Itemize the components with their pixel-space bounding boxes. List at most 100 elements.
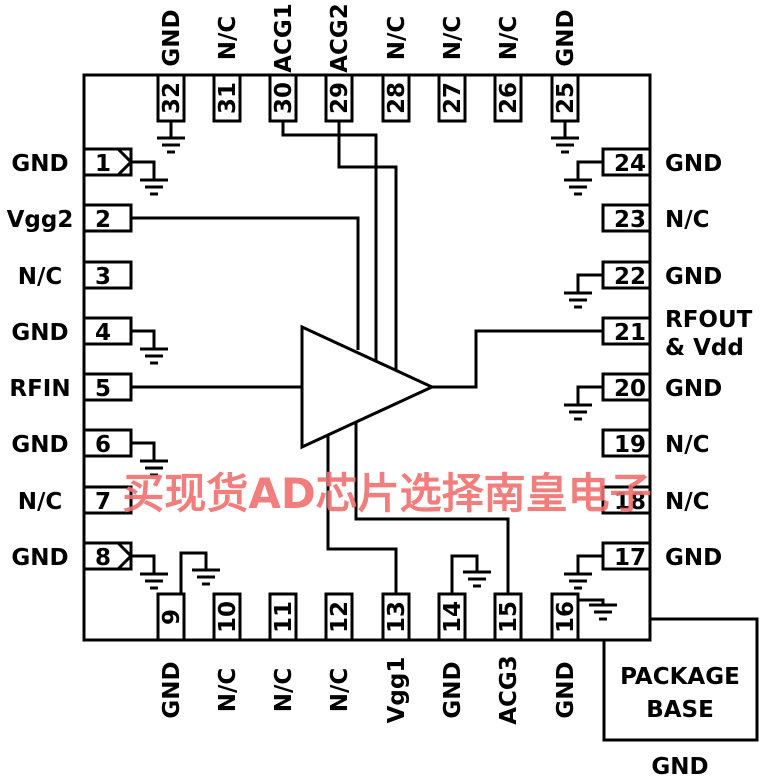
- ground-wire: [576, 385, 603, 405]
- ground-wire: [131, 160, 156, 180]
- pin-box-16: [550, 592, 580, 642]
- pin-number-6: 6: [95, 432, 111, 458]
- pin-box-31: [212, 73, 242, 123]
- pin-label-32: GND: [159, 9, 185, 66]
- pin-label-30: ACG1: [271, 3, 297, 73]
- pin-number-12: 12: [327, 601, 353, 633]
- pin-label-18: N/C: [665, 489, 710, 515]
- amplifier-symbol: [300, 324, 436, 450]
- pin-box-7: [82, 485, 133, 515]
- pin-number-25: 25: [553, 82, 579, 114]
- pin-label-29: ACG2: [327, 3, 353, 73]
- pin-label-27: N/C: [440, 16, 466, 61]
- pin-number-14: 14: [440, 601, 466, 633]
- pin-box-6: [82, 428, 133, 458]
- ground-wire: [131, 441, 156, 461]
- pin-number-31: 31: [215, 82, 241, 114]
- pin-number-13: 13: [384, 601, 410, 633]
- pin-label-26: N/C: [496, 16, 522, 61]
- pin-label-17: GND: [665, 545, 722, 571]
- pin-box-27: [437, 73, 467, 123]
- ground-wire: [576, 554, 603, 574]
- pin-number-9: 9: [159, 609, 185, 625]
- pin-number-28: 28: [384, 82, 410, 114]
- pin-box-25: [550, 73, 580, 123]
- pin-number-19: 19: [614, 432, 646, 458]
- pin-label-16: GND: [553, 661, 579, 718]
- pin-number-17: 17: [614, 545, 646, 571]
- pin-label-14: GND: [440, 661, 466, 718]
- package-base: PACKAGE BASE GND: [602, 617, 759, 778]
- pin-box-9: [156, 592, 186, 642]
- watermark-text: 买现货AD芯片选择南皇电子: [122, 469, 651, 518]
- pin-box-2: [82, 203, 133, 233]
- pin-label-10: N/C: [215, 668, 241, 713]
- pin-number-23: 23: [614, 207, 646, 233]
- pin-label-13: Vgg1: [384, 657, 410, 724]
- pin-label-12: N/C: [327, 668, 353, 713]
- pin-label-8: GND: [11, 545, 68, 571]
- pin-box-18: [601, 485, 652, 515]
- ground-icon: [463, 570, 491, 588]
- pin-box-21: [601, 316, 652, 346]
- ground-wire: [179, 551, 208, 594]
- ground-wire: [578, 598, 605, 605]
- internal-wiring: [131, 121, 603, 594]
- ground-icon: [192, 568, 220, 586]
- pin-label-25: GND: [553, 9, 579, 66]
- pin-box-15: [493, 592, 523, 642]
- pin-label-21: RFOUT: [665, 307, 753, 333]
- pin-number-21: 21: [614, 320, 646, 346]
- pin-box-12: [324, 592, 354, 642]
- pin-number-30: 30: [271, 82, 297, 114]
- pin-number-2: 2: [95, 207, 111, 233]
- ground-icon: [589, 603, 617, 621]
- ground-icon: [140, 572, 168, 590]
- pin-label-3: N/C: [18, 264, 63, 290]
- ground-wire: [131, 554, 156, 574]
- ground-wire: [576, 160, 603, 180]
- ground-icon: [564, 403, 592, 421]
- pin-box-26: [493, 73, 523, 123]
- pin-number-27: 27: [440, 82, 466, 114]
- package-outline: [82, 73, 652, 642]
- pin-number-24: 24: [614, 151, 646, 177]
- package-base-line2: BASE: [646, 697, 714, 723]
- pin-number-11: 11: [271, 601, 297, 633]
- pin-label-22: GND: [665, 264, 722, 290]
- pin-box-20: [601, 372, 652, 402]
- pin-box-30: [268, 73, 298, 123]
- pin-number-29: 29: [327, 82, 353, 114]
- pin-label-23: N/C: [665, 207, 710, 233]
- pin-number-20: 20: [614, 376, 646, 402]
- ground-icon: [140, 347, 168, 365]
- pin-number-26: 26: [496, 82, 522, 114]
- ground-icon: [551, 136, 579, 154]
- pin-number-7: 7: [95, 489, 111, 515]
- pin-number-1: 1: [95, 151, 111, 177]
- pin-number-16: 16: [553, 601, 579, 633]
- pin-number-32: 32: [159, 82, 185, 114]
- pin-box-13: [381, 592, 411, 642]
- pin-label-19: N/C: [665, 432, 710, 458]
- pin-number-4: 4: [95, 320, 111, 346]
- pin-number-18: 18: [614, 489, 646, 515]
- pin-box-11: [268, 592, 298, 642]
- pin-box-29: [324, 73, 354, 123]
- pin-label-28: N/C: [384, 16, 410, 61]
- ground-icon: [564, 291, 592, 309]
- ground-icon: [564, 178, 592, 196]
- pin-label-6: GND: [11, 432, 68, 458]
- pin-number-5: 5: [95, 376, 111, 402]
- pin-label-5: RFIN: [9, 376, 70, 402]
- pin-label-20: GND: [665, 376, 722, 402]
- pin-label-1: GND: [11, 151, 68, 177]
- ground-icon: [140, 459, 168, 477]
- pin-box-17: [601, 541, 652, 571]
- pin-box-28: [381, 73, 411, 123]
- pin-label-31: N/C: [215, 16, 241, 61]
- pin-box-5: [82, 372, 133, 402]
- ground-wire: [131, 329, 156, 349]
